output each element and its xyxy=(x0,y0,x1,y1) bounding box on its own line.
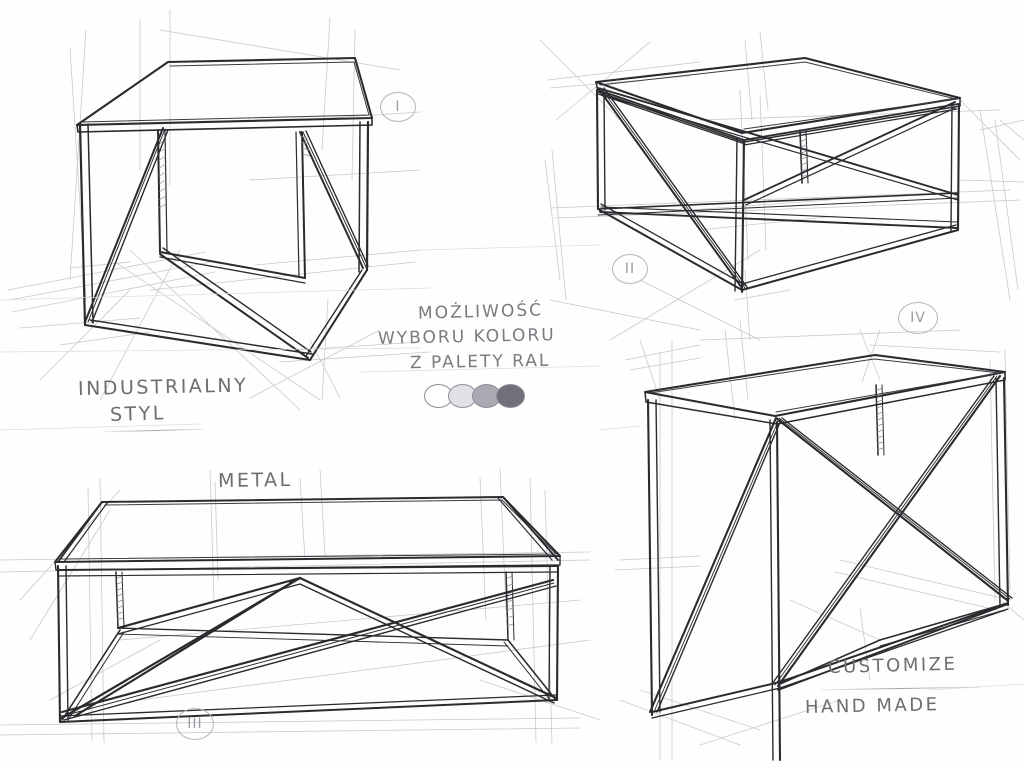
note-color-choice-line3: Z PALETY RAL xyxy=(409,350,551,374)
design-II-square-coffee-table xyxy=(539,31,1024,341)
page-construction-lines xyxy=(0,244,1024,691)
label-industrial-style-line1: INDUSTRIALNY xyxy=(77,374,249,400)
marker-IV: IV xyxy=(898,302,938,334)
note-color-choice-line2: WYBORU KOLORU xyxy=(377,325,556,349)
note-color-choice-line1: MOŻLIWOŚĆ xyxy=(417,300,544,324)
marker-I: I xyxy=(380,92,416,122)
swatch-4-dark xyxy=(496,384,525,408)
label-customize: CUSTOMIZE xyxy=(827,653,958,678)
label-metal: METAL xyxy=(217,468,293,492)
ral-color-swatches xyxy=(424,384,525,408)
label-hand-made: HAND MADE xyxy=(804,694,940,718)
label-industrial-style-line2: STYL xyxy=(109,402,167,426)
design-III-rectangular-bench-table xyxy=(0,467,601,746)
design-I-cube-side-table xyxy=(7,9,431,411)
design-IV-console-table xyxy=(614,319,1024,762)
marker-II: II xyxy=(612,254,648,284)
marker-III: III xyxy=(176,708,214,740)
